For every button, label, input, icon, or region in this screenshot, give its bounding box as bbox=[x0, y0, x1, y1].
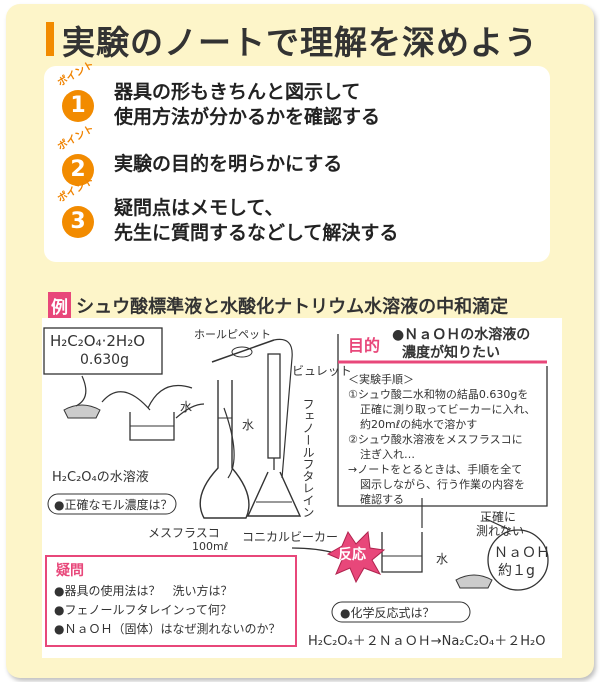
formula-mass: 0.630g bbox=[80, 352, 129, 368]
point-number: 1 bbox=[62, 90, 94, 122]
phenol-label: フェノールフタレイン bbox=[301, 398, 315, 518]
procedure-line: 約20mℓの純水で溶かす bbox=[360, 418, 478, 431]
points-box: ポイント 1 器具の形もきちんと図示して 使用方法が分かるかを確認する ポイント… bbox=[44, 59, 550, 262]
naoh-mass: 約１g bbox=[498, 563, 535, 579]
reaction-burst bbox=[326, 530, 386, 584]
procedure-box bbox=[337, 334, 548, 507]
purpose-tag: 目的 bbox=[348, 336, 381, 355]
oxalic-solution-label: H₂C₂O₄の水溶液 bbox=[52, 470, 149, 485]
point-line: 使用方法が分かるかを確認する bbox=[114, 106, 381, 128]
questions-list: ●器具の使用法は？ 洗い方は？ ●フェノールフタレインって何？ ●ＮａＯＨ（固体… bbox=[54, 582, 280, 639]
arrow bbox=[273, 338, 293, 479]
point-badge: ポイント 2 bbox=[52, 123, 112, 192]
questions-box bbox=[45, 555, 297, 647]
procedure-line: 注ぎ入れ… bbox=[360, 448, 415, 461]
reaction-question: ●化学反応式は？ bbox=[340, 606, 435, 620]
water-label: 水 bbox=[436, 552, 449, 566]
procedure-text: ＜実験手順＞ ①シュウ酸二水和物の結晶0.630gを 正確に測り取ってビーカーに… bbox=[348, 372, 536, 507]
purpose-line: ●ＮａＯＨの水溶液の bbox=[392, 327, 531, 343]
point-badge: ポイント 1 bbox=[52, 59, 112, 128]
question-item: ●フェノールフタレインって何？ bbox=[54, 603, 232, 617]
procedure-line: 図示しながら、行う作業の内容を bbox=[360, 478, 525, 491]
pipette-bulb bbox=[231, 346, 253, 358]
point-line: 器具の形もきちんと図示して bbox=[114, 81, 361, 103]
procedure-line: 確認する bbox=[360, 493, 404, 506]
procedure-line: →ノートをとるときは、手順を全て bbox=[348, 463, 523, 476]
arrow bbox=[75, 375, 87, 407]
point-line: 先生に質問するなどして解決する bbox=[114, 222, 399, 244]
reaction-pill bbox=[331, 601, 471, 623]
point-number: 2 bbox=[62, 154, 94, 186]
crystal-dish bbox=[63, 404, 101, 419]
naoh-circle bbox=[487, 529, 549, 591]
flask-volume: 100mℓ bbox=[192, 540, 229, 553]
formula-box bbox=[43, 327, 163, 375]
point-text: 疑問点はメモして、 先生に質問するなどして解決する bbox=[114, 196, 398, 246]
purpose-line: 濃度が知りたい bbox=[402, 345, 500, 361]
burette bbox=[267, 353, 281, 459]
example-title: シュウ酸標準液と水酸化ナトリウム水溶液の中和滴定 bbox=[76, 296, 509, 318]
reaction-label: 反応 bbox=[338, 547, 366, 563]
molarity-question: ●正確なモル濃度は？ bbox=[54, 498, 173, 512]
naoh-dish bbox=[455, 574, 493, 589]
questions-title: 疑問 bbox=[56, 563, 84, 579]
question-item: ●器具の使用法は？ 洗い方は？ bbox=[54, 584, 233, 598]
point-number: 3 bbox=[62, 206, 94, 238]
callout-line bbox=[483, 517, 511, 531]
procedure-title: ＜実験手順＞ bbox=[348, 373, 414, 386]
procedure-line: ②シュウ酸水溶液をメスフラスコに bbox=[348, 433, 523, 446]
chemical-equation: H₂C₂O₄＋２ＮａＯＨ→Na₂C₂O₄＋２H₂O bbox=[308, 634, 546, 649]
water-label: 水 bbox=[242, 418, 255, 432]
cannot-measure: 正確に bbox=[480, 510, 517, 524]
point-text: 器具の形もきちんと図示して 使用方法が分かるかを確認する bbox=[114, 80, 380, 130]
pipette-stem bbox=[211, 339, 275, 363]
molarity-pill bbox=[47, 493, 177, 515]
point-badge: ポイント 3 bbox=[52, 175, 112, 244]
burette-label: ビュレット bbox=[292, 364, 352, 378]
notes-card: 実験のノートで理解を深めよう ポイント 1 器具の形もきちんと図示して 使用方法… bbox=[6, 4, 594, 678]
water-label: 水 bbox=[180, 400, 193, 414]
arrow bbox=[101, 391, 151, 411]
question-item: ●ＮａＯＨ（固体）はなぜ測れないのか？ bbox=[54, 622, 281, 636]
arrow bbox=[175, 403, 205, 419]
point-text: 実験の目的を明らかにする bbox=[114, 152, 342, 177]
conical-beaker bbox=[246, 471, 302, 517]
volumetric-flask bbox=[199, 380, 250, 519]
notebook-drawing bbox=[43, 327, 549, 647]
title-accent-bar bbox=[46, 22, 54, 56]
example-tag: 例 bbox=[48, 292, 71, 319]
example-heading: 例 シュウ酸標準液と水酸化ナトリウム水溶液の中和滴定 bbox=[48, 292, 508, 319]
formula-text: H₂C₂O₄·2H₂O bbox=[50, 332, 146, 350]
cannot-measure: 測れない bbox=[476, 524, 525, 538]
point-line: 実験の目的を明らかにする bbox=[114, 153, 343, 175]
receiving-beaker bbox=[381, 532, 423, 573]
arrow bbox=[223, 407, 235, 479]
arrow bbox=[147, 384, 193, 409]
experiment-notebook: H₂C₂O₄·2H₂O 0.630g ホールピペット ビュレット フェノールフタ… bbox=[42, 318, 562, 658]
flask-label: メスフラスコ bbox=[148, 526, 220, 540]
naoh-label: ＮａＯＨ bbox=[494, 545, 550, 561]
page-title: 実験のノートで理解を深めよう bbox=[62, 23, 538, 62]
conical-label: コニカルビーカー bbox=[242, 530, 339, 544]
pipette-label: ホールピペット bbox=[194, 328, 271, 341]
point-line: 疑問点はメモして、 bbox=[114, 197, 284, 219]
procedure-line: ①シュウ酸二水和物の結晶0.630gを bbox=[348, 388, 529, 401]
procedure-line: 正確に測り取ってビーカーに入れ、 bbox=[360, 403, 536, 416]
